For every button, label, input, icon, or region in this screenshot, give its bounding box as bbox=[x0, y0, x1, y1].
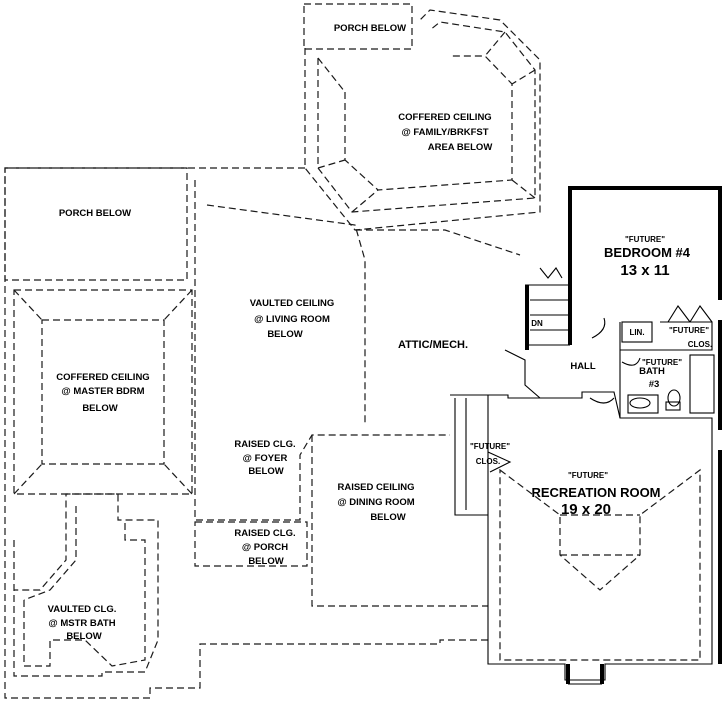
dining-label-1: RAISED CEILING bbox=[337, 482, 414, 493]
living-label-3: BELOW bbox=[267, 329, 302, 340]
bath-name-label: BATH bbox=[639, 366, 665, 377]
family-area-outer bbox=[304, 9, 541, 231]
foyer-label-3: BELOW bbox=[248, 466, 283, 477]
walls bbox=[450, 186, 722, 685]
bath-tub bbox=[689, 354, 715, 414]
attic-edge bbox=[355, 229, 521, 256]
rec-size-label: 19 x 20 bbox=[561, 501, 611, 518]
foyer-label-1: RAISED CLG. bbox=[234, 439, 295, 450]
living-room bbox=[194, 180, 450, 521]
labels: PORCH BELOW COFFERED CEILING @ FAMILY/BR… bbox=[48, 23, 713, 642]
family-label-1: COFFERED CEILING bbox=[398, 112, 491, 123]
rec-clos-label: CLOS. bbox=[476, 457, 500, 466]
bedroom-4-walls bbox=[568, 186, 722, 345]
bath-num-label: #3 bbox=[649, 379, 660, 390]
bed4-size-label: 13 x 11 bbox=[620, 262, 669, 279]
hall-label: HALL bbox=[570, 361, 596, 372]
attic-label: ATTIC/MECH. bbox=[398, 339, 468, 351]
porch-below-left-label: PORCH BELOW bbox=[59, 208, 131, 219]
dn-label: DN bbox=[531, 319, 543, 328]
mstr-bath-outer bbox=[13, 493, 159, 677]
family-label-3: AREA BELOW bbox=[428, 142, 493, 153]
master-label-1: COFFERED CEILING bbox=[56, 372, 149, 383]
mstr-bath-label-2: @ MSTR BATH bbox=[48, 618, 115, 629]
stair bbox=[525, 284, 570, 346]
bed4-name-label: BEDROOM #4 bbox=[604, 245, 691, 260]
rec-room-walls bbox=[450, 391, 713, 681]
living-label-2: @ LIVING ROOM bbox=[254, 314, 330, 325]
mstr-bath-label-3: BELOW bbox=[66, 631, 101, 642]
foyer-label-2: @ FOYER bbox=[243, 453, 288, 464]
mstr-bath-inner bbox=[23, 520, 146, 667]
bath-future-label: "FUTURE" bbox=[642, 358, 682, 367]
lin-label: LIN. bbox=[629, 328, 644, 337]
porch-clg-label-3: BELOW bbox=[248, 556, 283, 567]
dashed-outlines bbox=[4, 3, 701, 699]
family-label-2: @ FAMILY/BRKFST bbox=[401, 127, 488, 138]
porch-below-top-label: PORCH BELOW bbox=[334, 23, 406, 34]
master-label-3: BELOW bbox=[82, 403, 117, 414]
porch-clg-label-2: @ PORCH bbox=[242, 542, 288, 553]
clos-label: CLOS. bbox=[688, 340, 712, 349]
rec-room-ceiling bbox=[499, 468, 701, 661]
clos-future-label: "FUTURE" bbox=[669, 326, 709, 335]
master-bdrm-inner bbox=[41, 319, 165, 465]
dining-room bbox=[311, 435, 488, 607]
rec-future-label: "FUTURE" bbox=[568, 471, 608, 480]
dining-label-3: BELOW bbox=[370, 512, 405, 523]
outer-boundary bbox=[4, 167, 490, 699]
mstr-bath-label-1: VAULTED CLG. bbox=[48, 604, 117, 615]
living-label-1: VAULTED CEILING bbox=[250, 298, 335, 309]
family-area-coffer bbox=[344, 55, 513, 191]
dining-label-2: @ DINING ROOM bbox=[337, 497, 414, 508]
living-room-inner bbox=[206, 204, 366, 425]
porch-below-left bbox=[4, 167, 188, 281]
master-label-2: @ MASTER BDRM bbox=[61, 386, 144, 397]
master-bdrm-outer bbox=[13, 289, 193, 495]
porch-clg-label-1: RAISED CLG. bbox=[234, 528, 295, 539]
rec-name-label: RECREATION ROOM bbox=[531, 485, 660, 500]
family-area-inner bbox=[317, 21, 536, 213]
linen-closet bbox=[621, 321, 653, 343]
rec-clos-future-label: "FUTURE" bbox=[470, 442, 510, 451]
porch-raised-clg bbox=[194, 521, 308, 567]
toilet bbox=[667, 389, 681, 407]
bed4-future-label: "FUTURE" bbox=[625, 235, 665, 244]
lav-sink bbox=[629, 397, 651, 409]
